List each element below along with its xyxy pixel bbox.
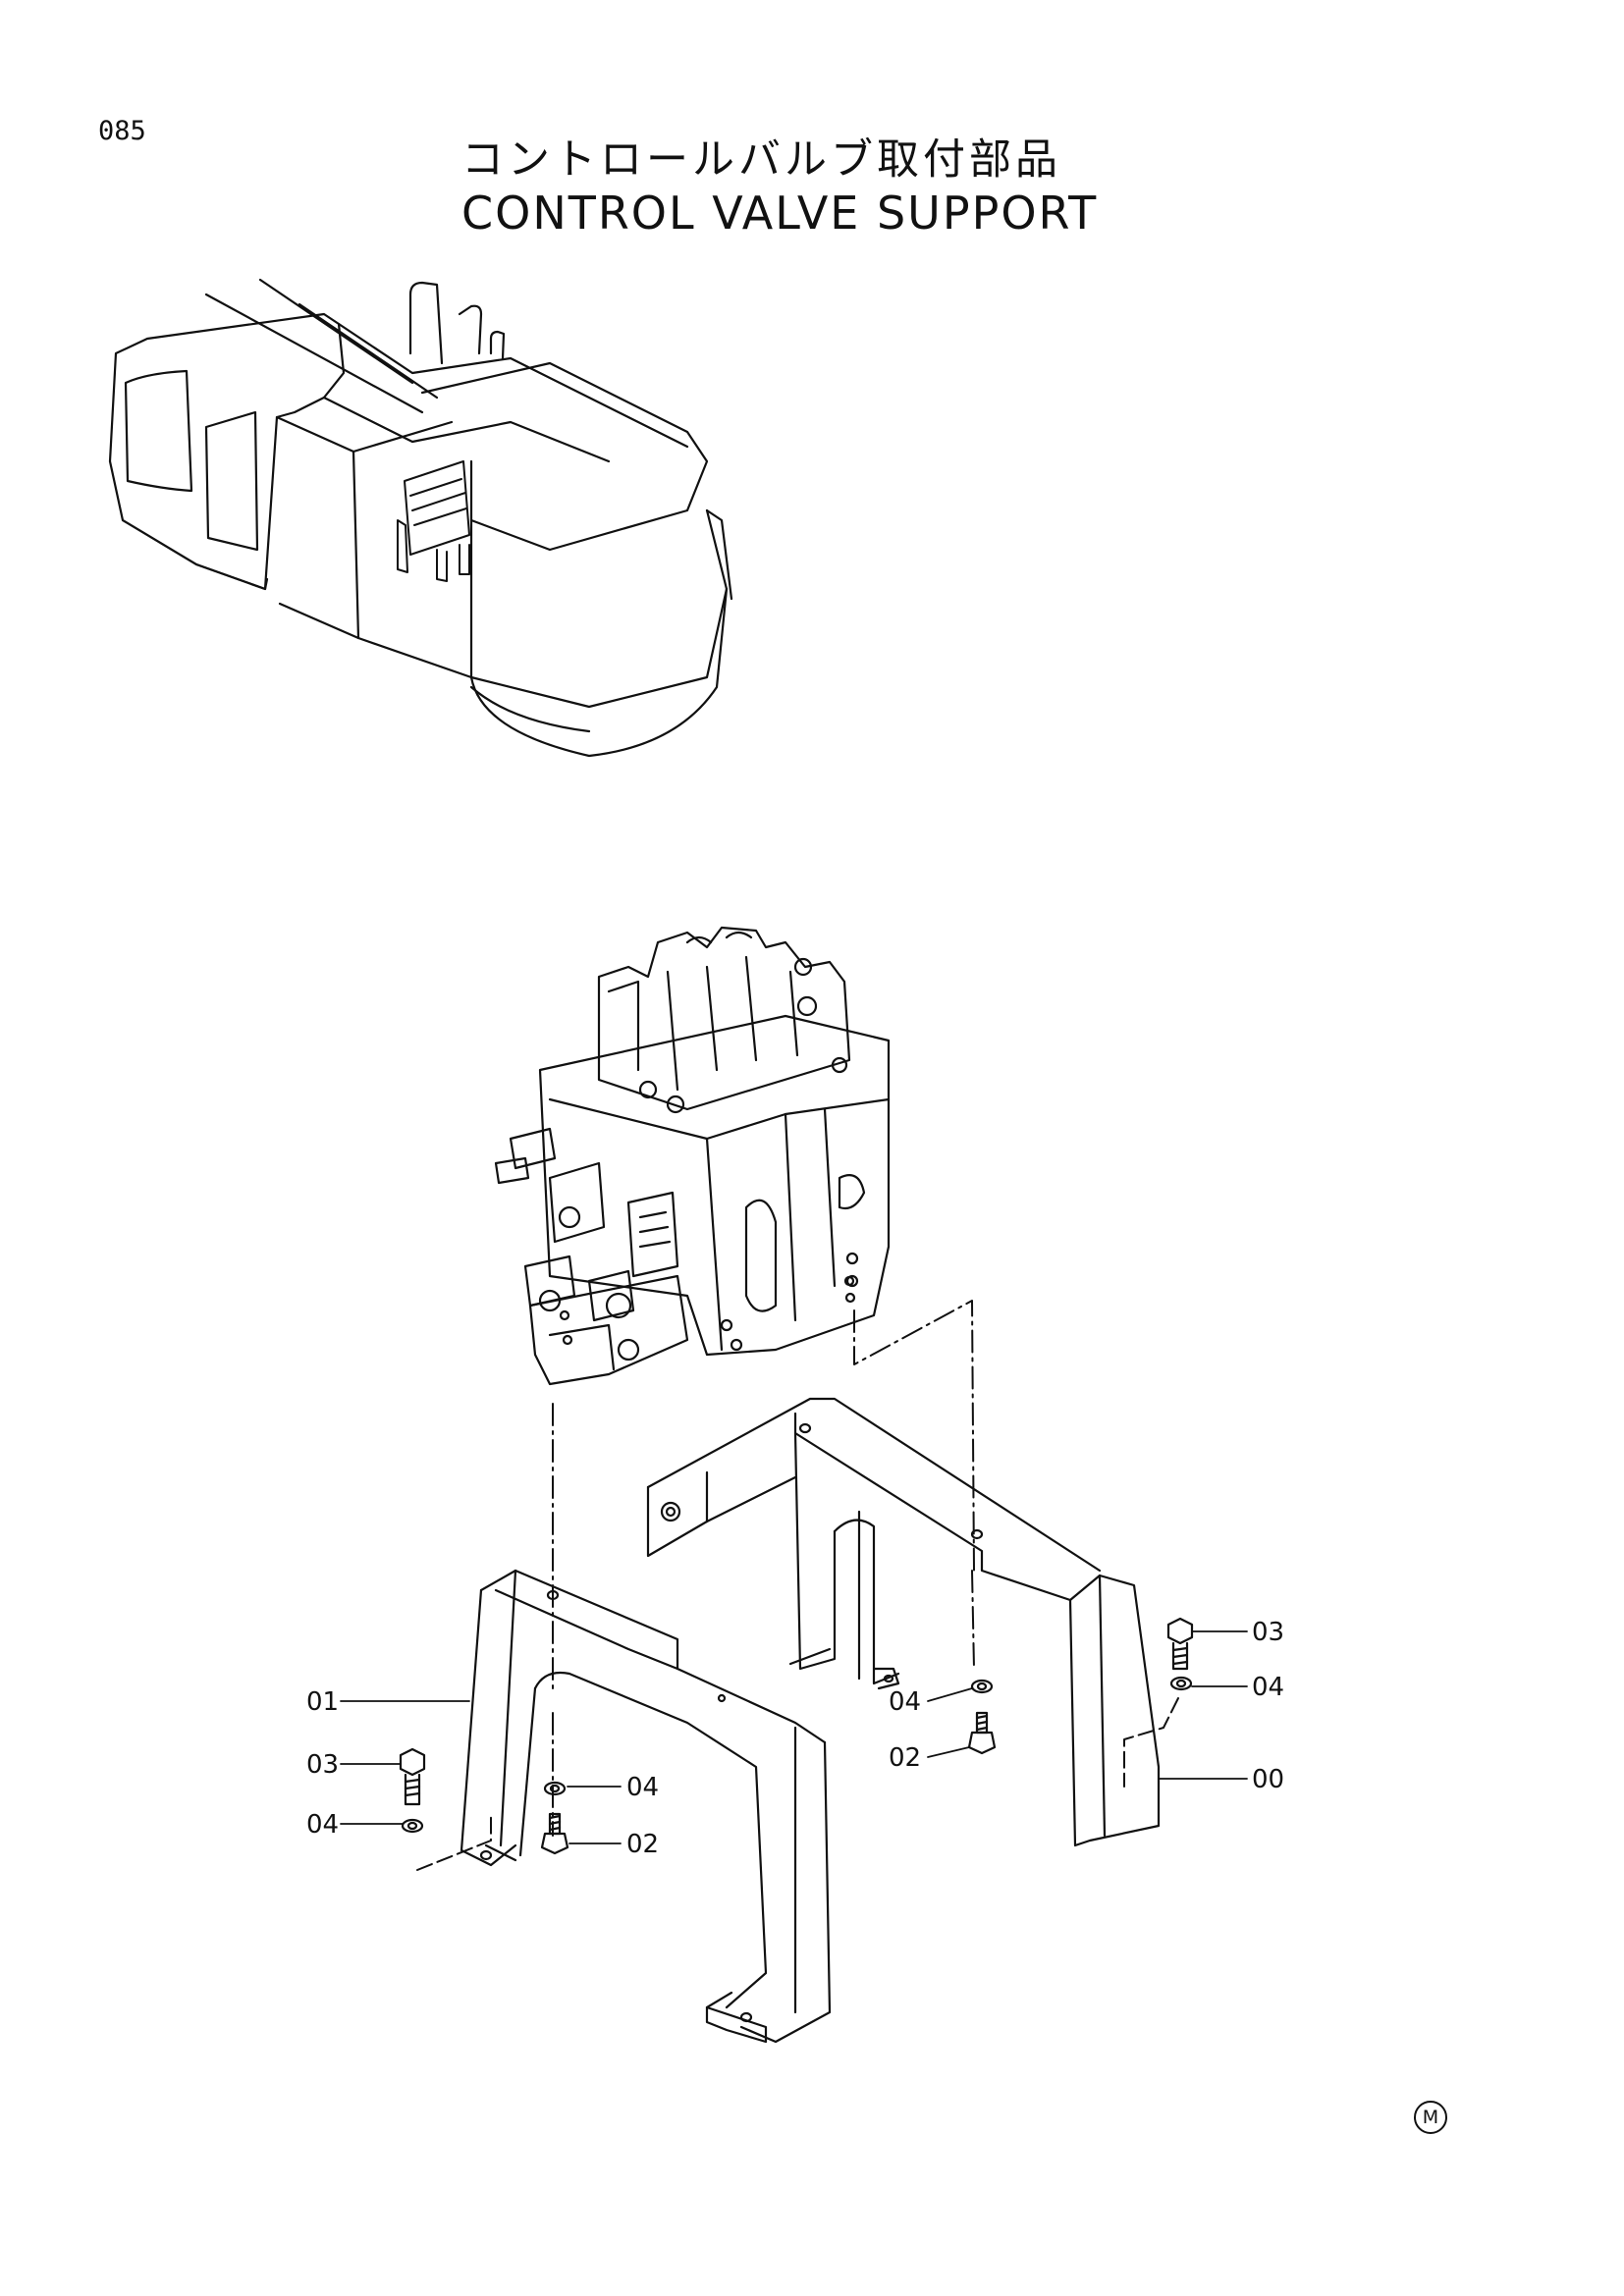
assembly-centerlines <box>552 1300 975 1837</box>
excavator-overview-sketch <box>108 278 733 758</box>
callout-leaders <box>340 1630 1248 1844</box>
page-title-english: CONTROL VALVE SUPPORT <box>461 187 1099 240</box>
washer-04-far-right <box>1169 1676 1193 1691</box>
page-number: 085 <box>98 116 146 146</box>
bolt-03-right <box>1166 1617 1194 1671</box>
washer-04-right <box>970 1679 994 1694</box>
control-valve-location-marker <box>397 460 470 582</box>
control-valve-assembly <box>494 926 891 1386</box>
bolt-03-left <box>399 1747 426 1806</box>
manufacturer-mark: M <box>1414 2101 1447 2134</box>
bracket-00 <box>646 1397 1161 1847</box>
callout-04-center: 04 <box>626 1773 659 1802</box>
reference-dash-lines <box>416 1697 1179 1871</box>
callout-02-center: 02 <box>626 1830 659 1859</box>
callout-04-left: 04 <box>306 1810 339 1840</box>
callout-04-far-right: 04 <box>1252 1673 1284 1702</box>
bracket-01 <box>460 1569 832 2044</box>
page-title-japanese: コントロールバルブ取付部品 <box>461 135 1061 185</box>
callout-03-left: 03 <box>306 1750 339 1780</box>
callout-labels: 01 03 04 04 02 04 02 03 04 00 <box>306 1618 1284 1859</box>
callout-04-right: 04 <box>889 1687 921 1717</box>
bolt-02-center <box>540 1812 569 1855</box>
washer-04-center <box>543 1781 567 1796</box>
bolt-02-right <box>967 1711 997 1755</box>
callout-03-right: 03 <box>1252 1618 1284 1647</box>
washer-04-left <box>401 1818 424 1834</box>
callout-00: 00 <box>1252 1765 1284 1794</box>
callout-01: 01 <box>306 1687 339 1717</box>
callout-02-right: 02 <box>889 1743 921 1773</box>
